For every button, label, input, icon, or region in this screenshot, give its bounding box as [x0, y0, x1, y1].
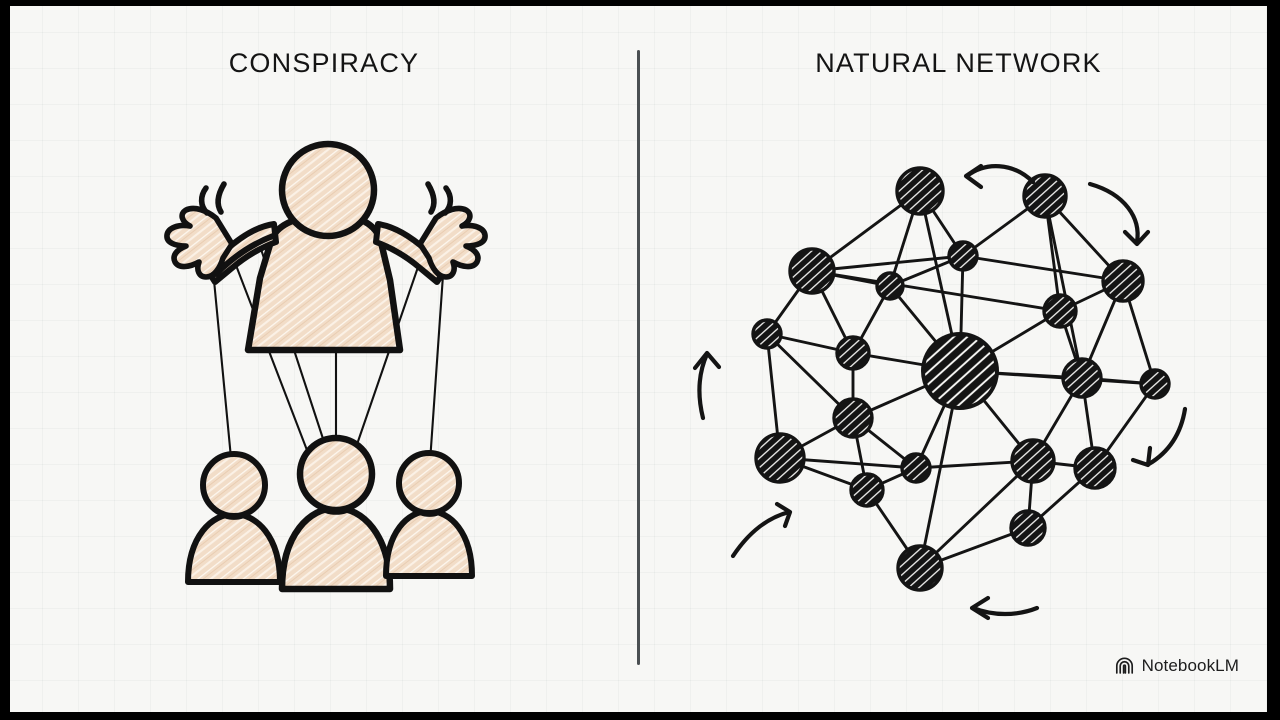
- puppet-right-head: [396, 450, 462, 516]
- flow-arrow-bottom-left: [730, 501, 793, 559]
- notebooklm-spiral-icon: [1115, 657, 1133, 674]
- node-lower-left: [754, 432, 806, 484]
- puppet-left-head: [200, 451, 268, 519]
- puppet-center-body: [278, 504, 394, 593]
- network-nodes: [751, 166, 1171, 592]
- node-left-upper: [788, 247, 836, 295]
- node-top-left: [895, 166, 945, 216]
- puppeteer-left-hand: [164, 181, 235, 280]
- notebooklm-watermark-label: NotebookLM: [1141, 655, 1239, 675]
- puppet-figure-left: [185, 451, 283, 585]
- network-flow-arrows: [692, 163, 1188, 621]
- page-title-natural-network: NATURAL NETWORK: [815, 48, 1102, 78]
- panel-divider: [637, 50, 640, 665]
- puppet-left-body: [185, 511, 283, 585]
- natural-network-illustration: [692, 163, 1188, 621]
- puppet-right-body: [383, 508, 475, 579]
- notebooklm-watermark: NotebookLM: [1114, 655, 1239, 676]
- node-right-upper: [1101, 259, 1145, 303]
- node-upper-mid: [947, 240, 979, 272]
- central-hub-node: [921, 332, 999, 410]
- node-inner-right: [1061, 357, 1103, 399]
- node-lower-right-inner: [1010, 438, 1056, 484]
- node-inner-upper-left: [875, 271, 905, 301]
- node-top-right: [1022, 173, 1068, 219]
- puppeteer-right-hand: [417, 181, 488, 280]
- node-inner-upper-right: [1042, 293, 1078, 329]
- page-title-conspiracy: CONSPIRACY: [228, 48, 420, 78]
- node-inner-left: [835, 335, 871, 371]
- node-bottom: [896, 544, 944, 592]
- puppeteer-head: [278, 140, 378, 240]
- node-far-left: [751, 318, 783, 350]
- node-lower-left-inner: [832, 397, 874, 439]
- puppet-center-head: [296, 434, 376, 514]
- conspiracy-illustration: [164, 140, 488, 593]
- node-bottom-right: [1009, 509, 1047, 547]
- flow-arrow-top-right: [1087, 181, 1151, 247]
- puppet-figure-right: [383, 450, 475, 579]
- flow-arrow-bottom: [969, 595, 1040, 621]
- puppeteer-figure: [164, 140, 488, 354]
- node-bottom-mid: [900, 452, 932, 484]
- flow-arrow-left: [692, 350, 722, 421]
- node-bottom-left: [849, 472, 885, 508]
- node-far-right: [1139, 368, 1171, 400]
- node-lower-right: [1073, 446, 1117, 490]
- illustration-canvas: CONSPIRACY NATURAL NETWORK: [10, 6, 1267, 712]
- flow-arrow-right: [1130, 406, 1188, 468]
- puppet-figure-center: [278, 434, 394, 593]
- flow-arrow-top: [963, 163, 1036, 190]
